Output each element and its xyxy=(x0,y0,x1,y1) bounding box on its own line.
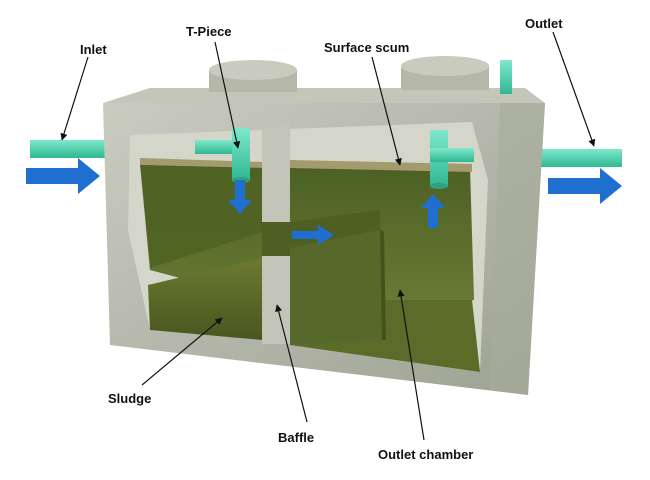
label-sludge: Sludge xyxy=(108,391,152,406)
outlet-pipe xyxy=(530,149,622,167)
label-inlet: Inlet xyxy=(80,42,107,57)
leader-lines xyxy=(60,31,596,441)
sludge-layer xyxy=(148,258,262,340)
right-flow-arrow xyxy=(292,225,334,245)
label-surface-scum: Surface scum xyxy=(324,40,410,55)
label-baffle: Baffle xyxy=(278,430,315,445)
inlet-flow-arrow xyxy=(26,158,100,194)
label-t-piece: T-Piece xyxy=(186,24,232,39)
outlet-t-piece xyxy=(430,130,474,189)
down-flow-arrow xyxy=(228,180,252,214)
label-outlet-chamber: Outlet chamber xyxy=(378,447,474,462)
label-outlet: Outlet xyxy=(525,16,563,31)
up-flow-arrow xyxy=(421,194,445,228)
flow-arrows xyxy=(26,158,622,245)
inlet-pipe xyxy=(30,140,110,158)
outlet-flow-arrow xyxy=(548,168,622,204)
